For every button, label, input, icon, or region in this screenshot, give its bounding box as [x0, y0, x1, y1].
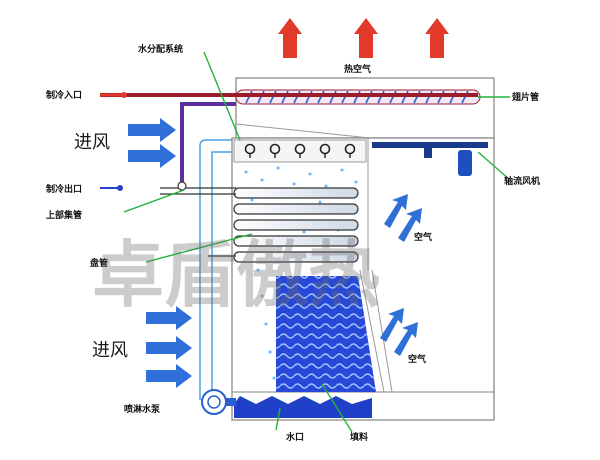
hot-air-arrow-icon [278, 18, 302, 58]
air-arrow-icon [146, 336, 192, 360]
air-arrow-icon [380, 308, 404, 342]
label-air-right-bottom: 空气 [408, 353, 426, 365]
leader-lines [123, 51, 511, 433]
outlet-dot-icon [117, 185, 123, 191]
nozzle-icon [294, 143, 306, 155]
label-water-distributor: 水分配系统 [138, 43, 183, 55]
pump-icon [201, 389, 227, 415]
air-inlet-arrows [128, 118, 192, 388]
air-arrow-icon [128, 144, 176, 168]
serpentine-coil [160, 187, 359, 263]
valve-icon [177, 181, 187, 191]
air-arrow-icon [128, 118, 176, 142]
label-hot-air: 热空气 [344, 63, 371, 75]
air-arrow-icon [398, 208, 422, 242]
nozzle-icon [269, 143, 281, 155]
nozzle-icon [244, 143, 256, 155]
inlet-dot-icon [121, 92, 127, 98]
nozzle-icon [319, 143, 331, 155]
watermark: 卓盾傲热 [92, 233, 380, 317]
nozzle-icon [344, 143, 356, 155]
left-water-duct [199, 139, 232, 400]
fin-coil-housing [235, 77, 495, 139]
label-air-inlet-top: 进风 [74, 132, 110, 153]
label-refrigerant-inlet: 制冷入口 [46, 89, 82, 101]
label-air-inlet-bottom: 进风 [92, 340, 128, 361]
water-basin [234, 396, 372, 418]
label-air-right-top: 空气 [414, 231, 432, 243]
label-axial-fan: 轴流风机 [504, 175, 540, 187]
air-arrow-icon [146, 306, 192, 330]
fan-motor-icon [458, 150, 472, 176]
hot-air-arrows [278, 18, 449, 58]
label-water-outlet: 水口 [286, 431, 304, 443]
air-arrow-icon [384, 194, 408, 228]
spray-pump [201, 389, 236, 415]
label-spray-pump: 喷淋水泵 [124, 403, 161, 415]
label-refrigerant-outlet: 制冷出口 [46, 183, 82, 195]
axial-fan [372, 142, 488, 176]
air-arrow-icon [394, 322, 418, 356]
internal-air-arrows [380, 194, 422, 356]
air-arrow-icon [146, 364, 192, 388]
hot-air-arrow-icon [354, 18, 378, 58]
label-packing: 填料 [350, 431, 368, 443]
packing-fill [276, 276, 376, 392]
label-fin-coil: 翅片管 [511, 91, 539, 103]
label-coil-tube: 盘管 [90, 257, 108, 269]
refrigerant-piping [100, 92, 478, 191]
label-upper-header: 上部集管 [46, 209, 82, 221]
hot-air-arrow-icon [425, 18, 449, 58]
water-distributor [233, 139, 367, 163]
